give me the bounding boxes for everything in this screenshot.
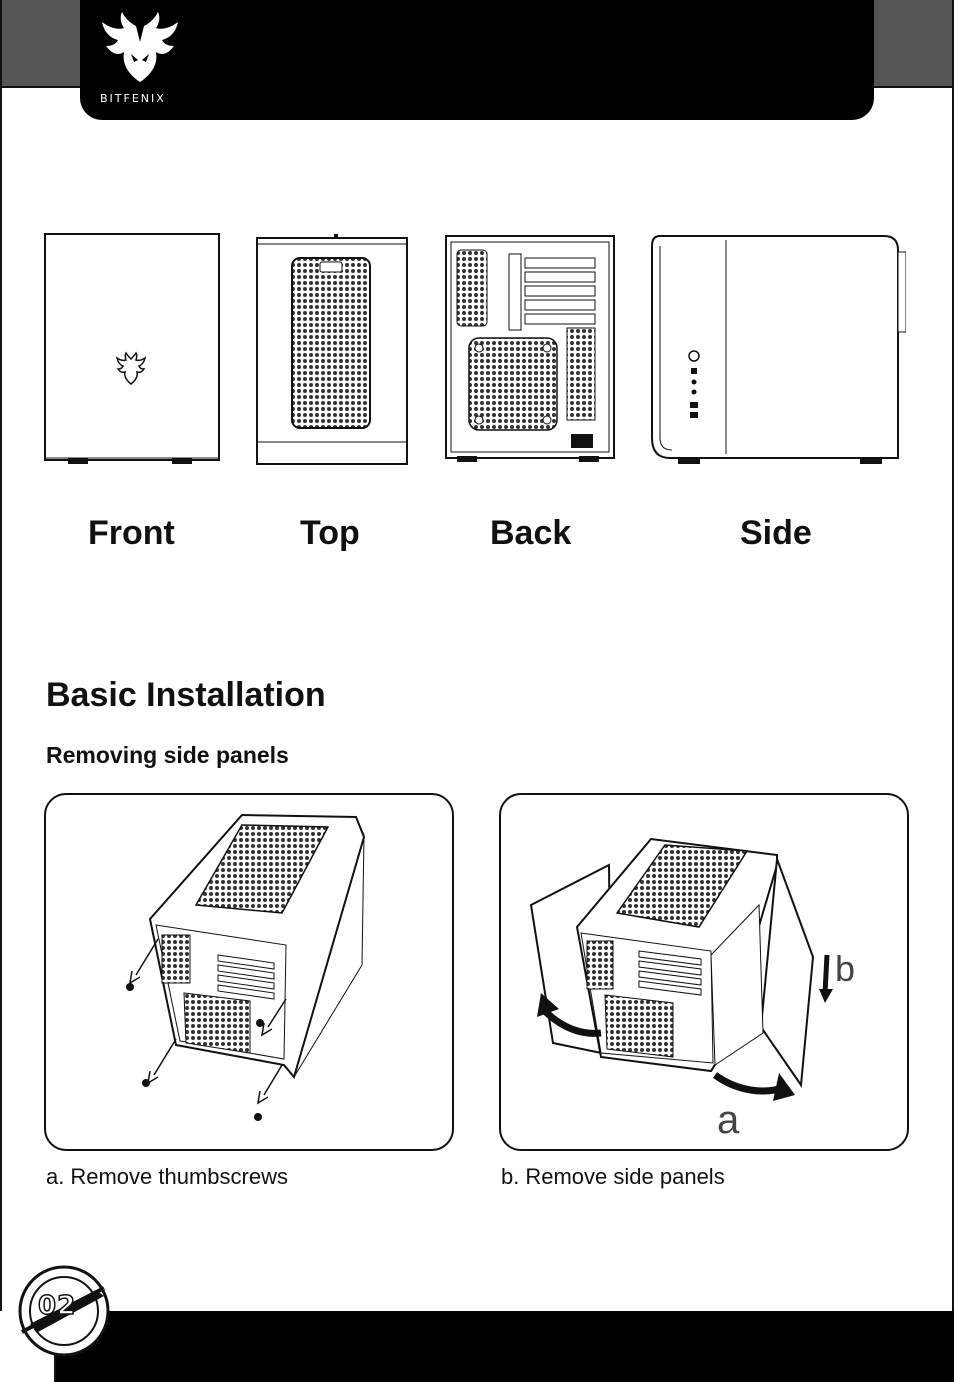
header-bar <box>80 0 874 120</box>
bitfenix-logo-icon <box>102 12 178 82</box>
arrow-a-label: a <box>717 1098 740 1142</box>
front-view-diagram <box>44 233 220 464</box>
view-label-top: Top <box>300 514 360 552</box>
step-b-letter: b. <box>501 1164 520 1189</box>
brand-logo-text: BITFENIX <box>100 92 166 105</box>
back-view-diagram <box>445 235 615 462</box>
step-a-text: Remove thumbscrews <box>70 1164 288 1189</box>
arrow-b-label: b <box>835 948 855 989</box>
remove-side-panels-diagram: b a <box>529 837 855 1142</box>
step-b-caption: b.Remove side panels <box>501 1164 725 1190</box>
footer-bar <box>52 1311 954 1382</box>
corner-block-right <box>872 0 954 88</box>
top-view-diagram <box>256 234 408 465</box>
corner-block-left <box>0 0 84 88</box>
section-subtitle: Removing side panels <box>46 742 289 768</box>
view-label-back: Back <box>490 514 572 552</box>
remove-thumbscrews-diagram <box>126 813 366 1121</box>
view-label-side: Side <box>740 514 812 552</box>
frame-left-border <box>0 0 2 1382</box>
step-a-letter: a. <box>46 1164 65 1189</box>
step-a-caption: a.Remove thumbscrews <box>46 1164 288 1190</box>
step-b-illustration: b a <box>499 793 909 1151</box>
view-label-front: Front <box>88 514 175 552</box>
page-number: 02 <box>37 1290 77 1322</box>
section-title: Basic Installation <box>46 676 326 714</box>
side-view-diagram <box>651 235 906 464</box>
frame-right-border <box>952 0 954 1382</box>
page-number-badge-icon <box>18 1265 110 1357</box>
step-a-illustration <box>44 793 454 1151</box>
step-b-text: Remove side panels <box>525 1164 725 1189</box>
